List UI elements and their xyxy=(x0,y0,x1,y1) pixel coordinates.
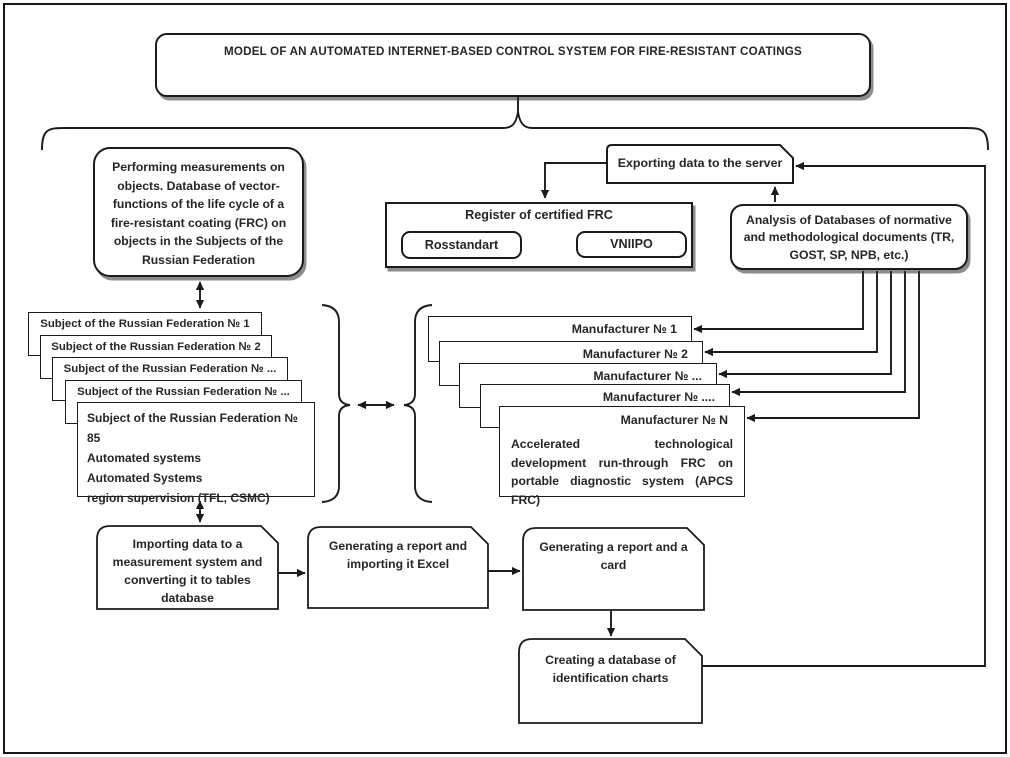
arrow-exporting-to-register xyxy=(540,162,607,199)
exporting-label: Exporting data to the server xyxy=(617,156,783,170)
importing-text: Importing data to a measurement system a… xyxy=(112,537,263,606)
creating-db-box: Creating a database of identification ch… xyxy=(519,639,702,723)
register-label: Register of certified FRC xyxy=(465,208,613,222)
importing-box-shape xyxy=(96,525,279,610)
performing-measurements-box: Performing measurements on objects. Data… xyxy=(93,147,304,277)
vniipo-label: VNIIPO xyxy=(610,237,653,251)
manufacturer-label-2: Manufacturer № 2 xyxy=(582,347,688,361)
creating-db-box-shape xyxy=(518,638,703,724)
subject-label-4: Subject of the Russian Federation № ... xyxy=(77,386,290,398)
subject-label-3: Subject of the Russian Federation № ... xyxy=(63,363,277,375)
subject-85-line-2: Automated Systems xyxy=(87,471,203,485)
rosstandart-box: Rosstandart xyxy=(401,231,522,259)
manufacturer-box-n: Manufacturer № N Accelerated technologic… xyxy=(499,406,745,507)
manufacturer-label-1: Manufacturer № 1 xyxy=(571,322,677,336)
analysis-box: Analysis of Databases of normative and m… xyxy=(730,204,968,270)
subject-85-line-3: region supervision (TFL, CSMC) xyxy=(87,491,270,505)
bracket-manufacturers xyxy=(403,304,433,503)
exporting-box: Exporting data to the server xyxy=(607,146,793,183)
vniipo-box: VNIIPO xyxy=(576,231,687,258)
diagram-title-box: MODEL OF AN AUTOMATED INTERNET-BASED CON… xyxy=(155,33,871,97)
scope-brace xyxy=(41,111,989,151)
report-excel-box: Generating a report and importing it Exc… xyxy=(308,527,488,608)
analysis-text: Analysis of Databases of normative and m… xyxy=(743,213,955,262)
subject-box-85: Subject of the Russian Federation № 85 A… xyxy=(77,402,315,505)
outer-border xyxy=(3,3,1007,754)
report-card-box: Generating a report and a card xyxy=(523,528,704,610)
diagram-title: MODEL OF AN AUTOMATED INTERNET-BASED CON… xyxy=(224,45,802,58)
subject-label-1: Subject of the Russian Federation № 1 xyxy=(40,318,250,330)
performing-measurements-text: Performing measurements on objects. Data… xyxy=(110,160,287,267)
manufacturer-n-text: Accelerated technological development ru… xyxy=(511,437,733,507)
creating-db-text: Creating a database of identification ch… xyxy=(545,653,676,686)
exporting-box-shape xyxy=(606,144,794,184)
report-card-text: Generating a report and a card xyxy=(539,540,688,573)
feedback-creating-to-exporting xyxy=(702,161,986,667)
rosstandart-label: Rosstandart xyxy=(424,238,499,252)
arrow-analysis-manufacturer-4 xyxy=(731,271,906,397)
arrow-analysis-manufacturer-3 xyxy=(718,271,892,379)
bracket-subjects xyxy=(321,304,351,503)
register-box: Register of certified FRC Rosstandart VN… xyxy=(385,202,693,268)
importing-box: Importing data to a measurement system a… xyxy=(97,531,278,609)
manufacturer-label-4: Manufacturer № .... xyxy=(602,390,715,404)
manufacturer-label-n: Manufacturer № N xyxy=(620,413,728,427)
report-excel-text: Generating a report and importing it Exc… xyxy=(328,539,468,572)
subject-85-line-1: Automated systems xyxy=(87,451,202,465)
report-excel-box-shape xyxy=(307,526,489,609)
arrow-analysis-manufacturer-1 xyxy=(693,271,864,334)
report-card-box-shape xyxy=(522,527,705,611)
subject-label-2: Subject of the Russian Federation № 2 xyxy=(51,341,261,353)
arrow-analysis-manufacturer-2 xyxy=(704,271,878,357)
manufacturer-label-3: Manufacturer № ... xyxy=(593,369,702,383)
subject-label-85: Subject of the Russian Federation № 85 xyxy=(87,411,298,445)
arrow-analysis-manufacturer-5 xyxy=(746,271,920,423)
